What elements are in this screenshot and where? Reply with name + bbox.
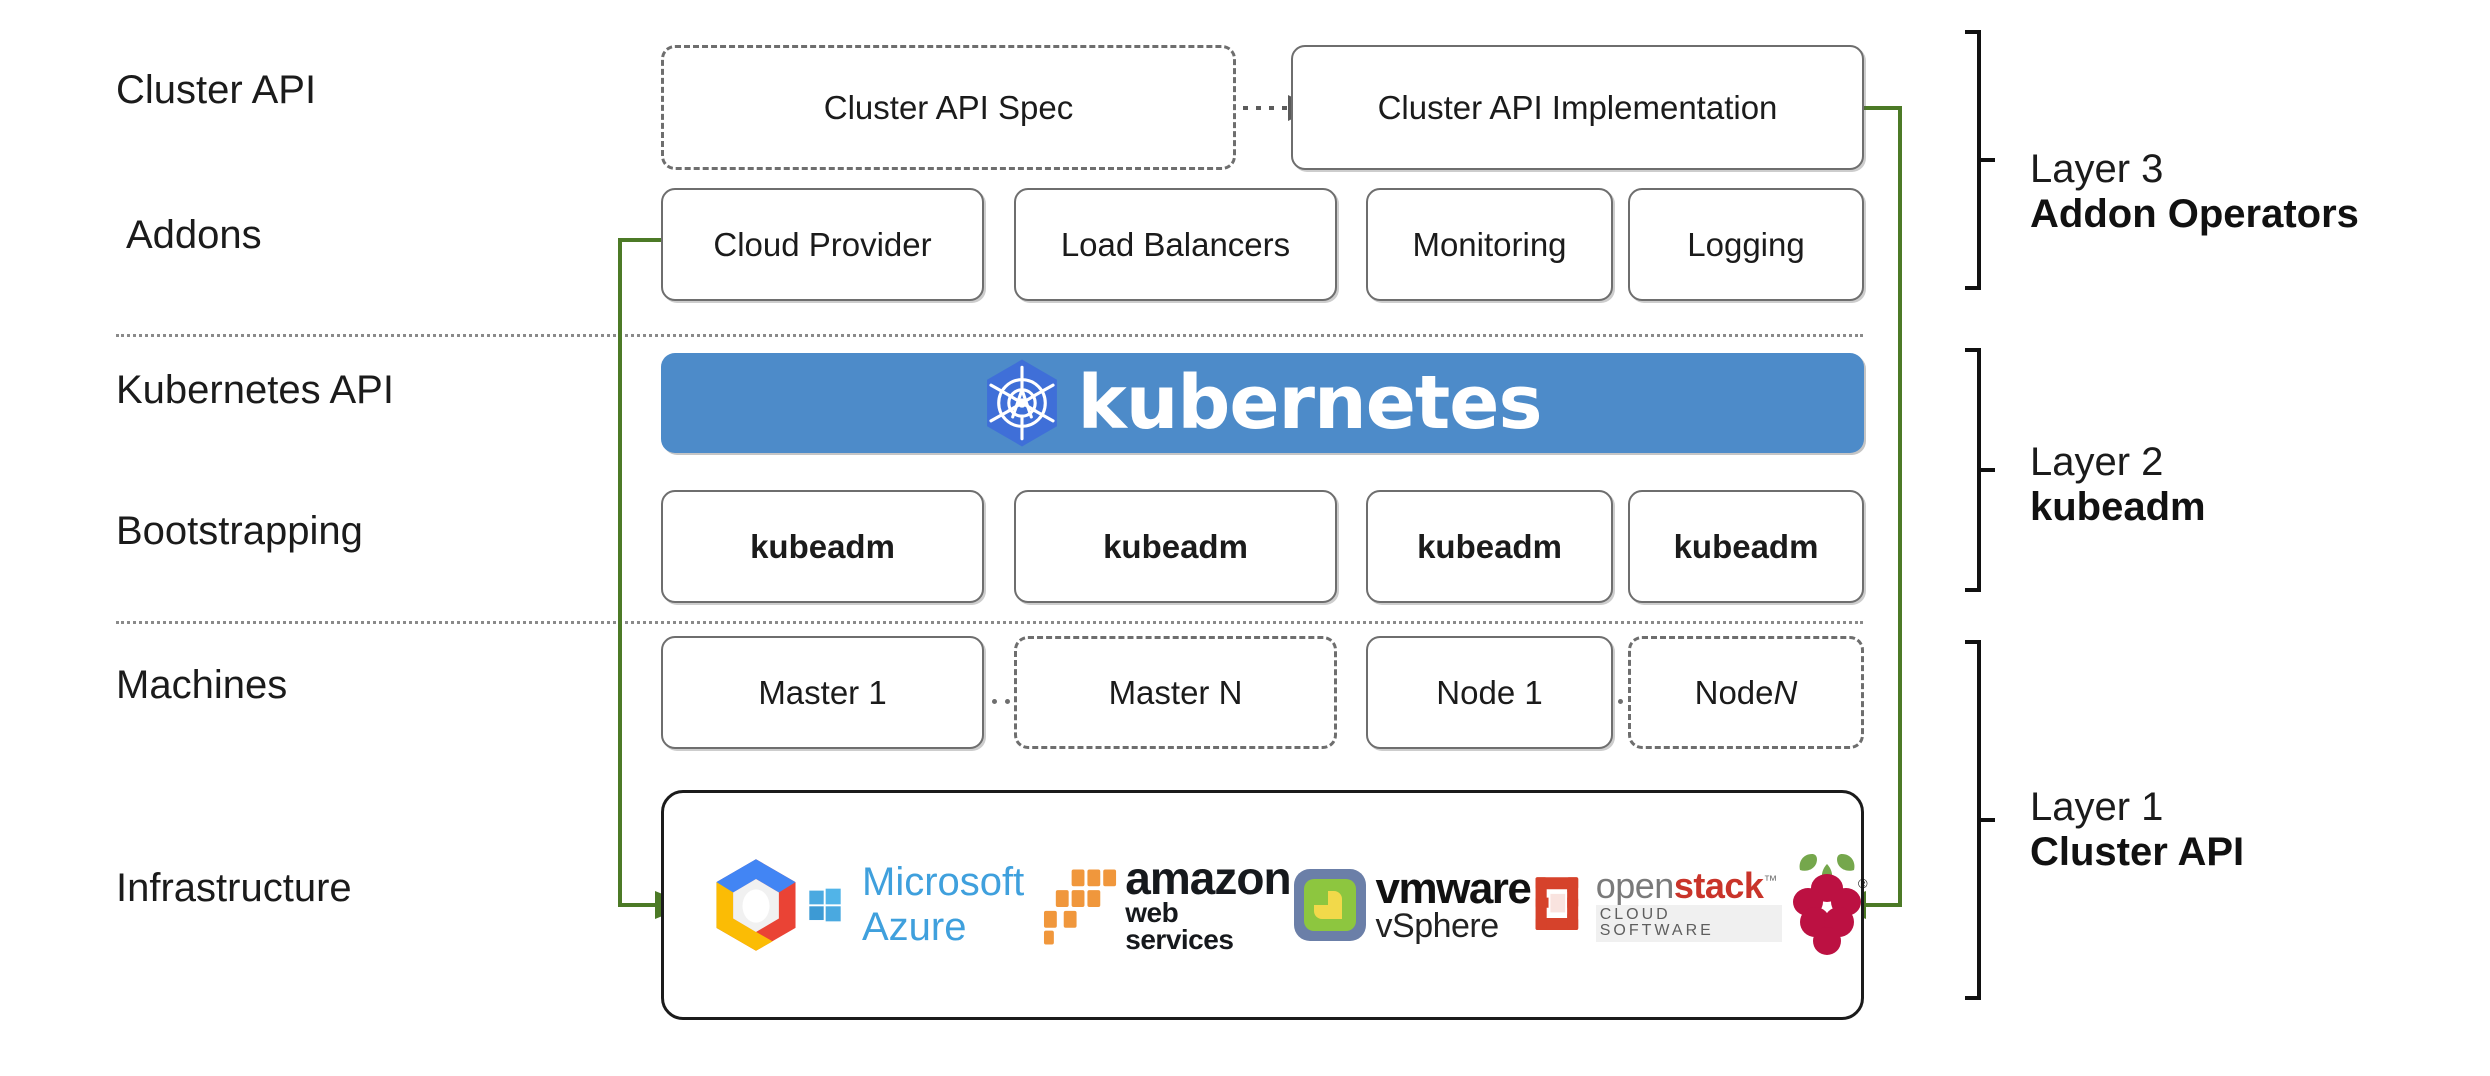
cluster-api-implementation-box[interactable]: Cluster API Implementation	[1291, 45, 1864, 170]
machine-link-masters	[992, 699, 1010, 704]
addon-box-load-balancers[interactable]: Load Balancers	[1014, 188, 1337, 301]
addon-label: Logging	[1687, 225, 1805, 263]
bootstrap-box-2[interactable]: kubeadm	[1014, 490, 1337, 603]
raspberry-pi-logo: ®	[1782, 850, 1872, 960]
bootstrap-box-1[interactable]: kubeadm	[661, 490, 984, 603]
layer-2-line1: Layer 2	[2030, 440, 2164, 484]
machine-box-master-1[interactable]: Master 1	[661, 636, 984, 749]
bootstrap-label: kubeadm	[1103, 527, 1248, 565]
row-label-infrastructure: Infrastructure	[116, 866, 352, 910]
layer-braces	[1965, 30, 1995, 1000]
row-label-bootstrapping: Bootstrapping	[116, 509, 363, 553]
addon-label: Cloud Provider	[713, 225, 932, 263]
cluster-api-spec-box[interactable]: Cluster API Spec	[661, 45, 1236, 170]
layer-caption-1: Layer 1 Cluster API	[2030, 785, 2244, 875]
addon-box-logging[interactable]: Logging	[1628, 188, 1864, 301]
bootstrap-label: kubeadm	[1417, 527, 1562, 565]
machine-box-node-n[interactable]: Node N	[1628, 636, 1864, 749]
machine-label: Node	[1694, 673, 1774, 711]
bootstrap-box-4[interactable]: kubeadm	[1628, 490, 1864, 603]
aws-web-services-wordmark: web services	[1125, 897, 1234, 955]
layer-caption-2: Layer 2 kubeadm	[2030, 440, 2206, 530]
machine-box-master-n[interactable]: Master N	[1014, 636, 1337, 749]
separator-layer2-layer1	[116, 621, 1863, 624]
svg-text:®: ®	[1858, 876, 1868, 891]
machine-label: Master 1	[758, 673, 887, 711]
amazon-wordmark: amazon	[1125, 851, 1291, 904]
row-label-kubernetes-api: Kubernetes API	[116, 368, 394, 412]
cluster-api-implementation-label: Cluster API Implementation	[1377, 88, 1778, 126]
addon-label: Load Balancers	[1060, 225, 1291, 263]
row-label-cluster-api: Cluster API	[116, 68, 317, 112]
infrastructure-container: Microsoft Azure amazon web ser	[661, 790, 1868, 1020]
bootstrap-label: kubeadm	[750, 527, 895, 565]
kubernetes-banner: kubernetes	[661, 353, 1864, 453]
vmware-wordmark: vmware	[1375, 863, 1532, 913]
layer-3-line1: Layer 3	[2030, 147, 2164, 191]
amazon-web-services-logo: amazon web services	[1042, 851, 1292, 955]
layer-1-line2: Cluster API	[2030, 829, 2245, 874]
vmware-vsphere-logo: vmware vSphere	[1292, 863, 1532, 945]
addon-box-cloud-provider[interactable]: Cloud Provider	[661, 188, 984, 301]
addon-label: Monitoring	[1412, 225, 1567, 263]
machine-label-italic: N	[1773, 673, 1798, 711]
cluster-api-spec-label: Cluster API Spec	[823, 88, 1074, 126]
machine-box-node-1[interactable]: Node 1	[1366, 636, 1613, 749]
addon-box-monitoring[interactable]: Monitoring	[1366, 188, 1613, 301]
layer-1-line1: Layer 1	[2030, 785, 2164, 829]
openstack-tagline: CLOUD SOFTWARE	[1595, 905, 1782, 942]
microsoft-azure-wordmark: Microsoft Azure	[862, 860, 1025, 949]
machine-link-nodes	[1618, 699, 1636, 704]
bootstrap-label: kubeadm	[1673, 527, 1819, 565]
microsoft-azure-logo: Microsoft Azure	[808, 860, 1042, 950]
layer-2-line2: kubeadm	[2030, 484, 2206, 529]
openstack-logo: openstack™ CLOUD SOFTWARE	[1530, 865, 1782, 942]
bootstrap-box-3[interactable]: kubeadm	[1366, 490, 1613, 603]
row-label-machines: Machines	[116, 663, 288, 707]
google-cloud-platform-logo	[704, 853, 808, 957]
machine-label: Master N	[1108, 673, 1243, 711]
machine-label: Node 1	[1436, 673, 1543, 711]
vsphere-wordmark: vSphere	[1375, 906, 1500, 945]
layer-3-line2: Addon Operators	[2030, 191, 2359, 236]
kubernetes-helm-wheel-logo	[983, 358, 1061, 448]
row-label-addons: Addons	[126, 213, 262, 257]
layer-caption-3: Layer 3 Addon Operators	[2030, 147, 2359, 237]
openstack-wordmark: openstack™	[1595, 865, 1778, 907]
separator-layer3-layer2	[116, 334, 1863, 337]
kubernetes-wordmark: kubernetes	[1077, 360, 1542, 446]
